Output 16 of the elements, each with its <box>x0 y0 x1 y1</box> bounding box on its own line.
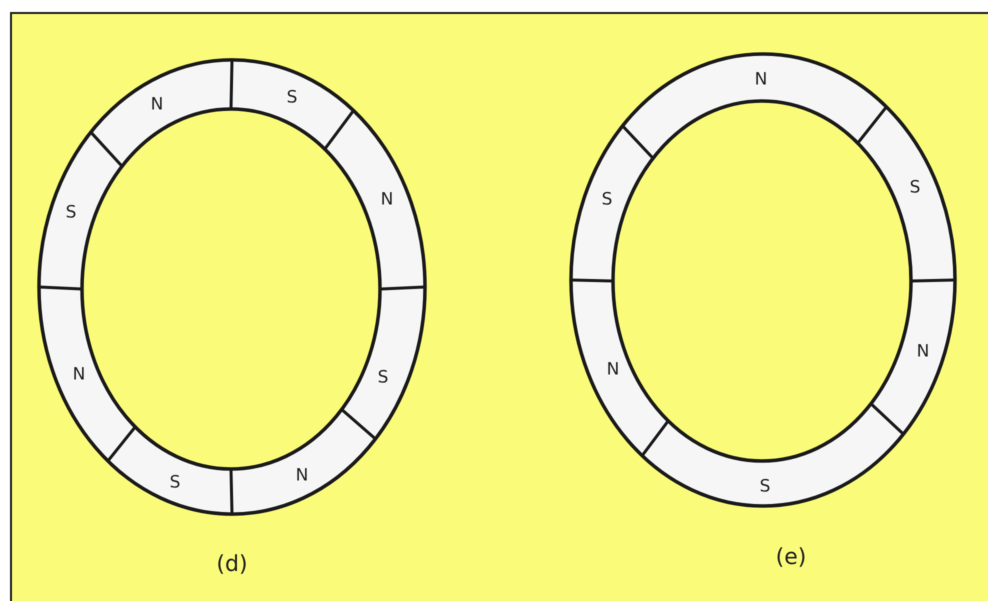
pole-label: S <box>66 204 76 222</box>
pole-label: S <box>760 478 770 496</box>
figure-label: (d) <box>216 554 248 576</box>
pole-label: S <box>378 370 388 386</box>
figure-label: (e) <box>776 547 806 569</box>
pole-label: N <box>150 96 164 114</box>
pole-label: S <box>286 90 298 106</box>
pole-label: N <box>296 468 308 484</box>
pole-label: N <box>754 72 768 88</box>
pole-label: N <box>380 192 394 208</box>
pole-label: S <box>602 192 612 208</box>
pole-label: S <box>170 474 180 492</box>
pole-label: N <box>606 362 620 378</box>
pole-label: N <box>72 366 86 384</box>
pole-label: S <box>910 180 920 196</box>
pole-label: N <box>916 344 930 360</box>
